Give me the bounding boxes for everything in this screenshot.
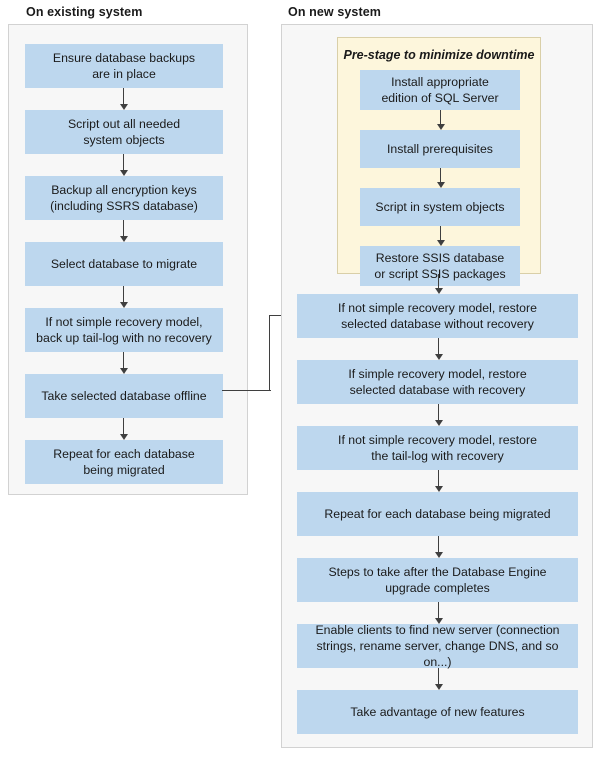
node-line1: Install prerequisites [387,142,493,156]
node-post-upgrade-steps[interactable]: Steps to take after the Database Engine … [297,558,578,602]
arrow-down-icon [434,338,443,360]
node-line1: Ensure database backups [52,51,196,65]
node-repeat-each-database[interactable]: Repeat for each database being migrated [25,440,223,484]
node-select-database[interactable]: Select database to migrate [25,242,223,286]
node-line1: Take selected database offline [41,389,207,403]
node-restore-ssis-database[interactable]: Restore SSIS database or script SSIS pac… [360,246,520,286]
arrow-down-icon [119,352,128,374]
node-script-in-system-objects[interactable]: Script in system objects [360,188,520,226]
node-line1: If simple recovery model, restore [348,367,527,381]
node-line2: strings, rename server, change DNS, and … [316,639,559,669]
arrow-down-icon [436,168,445,188]
node-line1: Enable clients to find new server (conne… [315,623,560,637]
node-line2: system objects [83,133,165,147]
node-line2: or script SSIS packages [374,267,506,281]
arrow-down-icon [434,470,443,492]
node-line2: back up tail-log with no recovery [36,331,212,345]
arrow-down-icon [434,404,443,426]
node-line1: Repeat for each database being migrated [324,507,551,521]
node-line1: Install appropriate [391,75,489,89]
node-line1: Backup all encryption keys [51,183,197,197]
panel-title-new-system: On new system [288,5,381,19]
node-install-sql-server[interactable]: Install appropriate edition of SQL Serve… [360,70,520,110]
node-script-objects[interactable]: Script out all needed system objects [25,110,223,154]
node-line1: Script out all needed [67,117,181,131]
node-take-database-offline[interactable]: Take selected database offline [25,374,223,418]
node-backup-encryption-keys[interactable]: Backup all encryption keys (including SS… [25,176,223,220]
prestage-title: Pre-stage to minimize downtime [343,48,535,62]
node-line2: edition of SQL Server [381,91,499,105]
arrow-down-icon [434,668,443,690]
node-line1: Script in system objects [375,200,505,214]
node-line1: If not simple recovery model, restore [338,301,537,315]
arrow-down-icon [119,220,128,242]
arrow-down-icon [434,536,443,558]
node-enable-clients[interactable]: Enable clients to find new server (conne… [297,623,578,669]
node-line1: Repeat for each database [53,447,195,461]
arrow-down-icon [119,88,128,110]
node-line2: (including SSRS database) [50,199,198,213]
arrow-down-icon [119,418,128,440]
arrow-down-icon [434,602,443,624]
node-line1: Restore SSIS database [375,251,505,265]
node-line2: are in place [92,67,156,81]
node-backup-tail-log[interactable]: If not simple recovery model, back up ta… [25,308,223,352]
node-line2: selected database without recovery [341,317,534,331]
node-take-advantage-new-features[interactable]: Take advantage of new features [297,690,578,734]
new-system-panel: Pre-stage to minimize downtime Install a… [281,24,593,748]
arrow-down-icon [436,226,445,246]
arrow-down-icon [119,154,128,176]
node-install-prerequisites[interactable]: Install prerequisites [360,130,520,168]
node-restore-with-recovery[interactable]: If simple recovery model, restore select… [297,360,578,404]
node-line1: Select database to migrate [50,257,198,271]
node-line1: Steps to take after the Database Engine [328,565,547,579]
prestage-group: Pre-stage to minimize downtime Install a… [337,37,541,286]
node-ensure-backups[interactable]: Ensure database backups are in place [25,44,223,88]
node-line1: If not simple recovery model, [45,315,203,329]
node-line2: being migrated [83,463,165,477]
existing-system-panel: Ensure database backups are in place Scr… [8,24,248,495]
arrow-down-icon [436,110,445,130]
panel-title-existing-system: On existing system [26,5,143,19]
arrow-down-icon [119,286,128,308]
node-restore-without-recovery[interactable]: If not simple recovery model, restore se… [297,294,578,338]
node-restore-tail-log[interactable]: If not simple recovery model, restore th… [297,426,578,470]
node-line2: selected database with recovery [349,383,526,397]
node-line1: If not simple recovery model, restore [338,433,537,447]
node-line2: upgrade completes [385,581,490,595]
node-repeat-each-database-new[interactable]: Repeat for each database being migrated [297,492,578,536]
node-line1: Take advantage of new features [350,705,525,719]
node-line2: the tail-log with recovery [371,449,504,463]
